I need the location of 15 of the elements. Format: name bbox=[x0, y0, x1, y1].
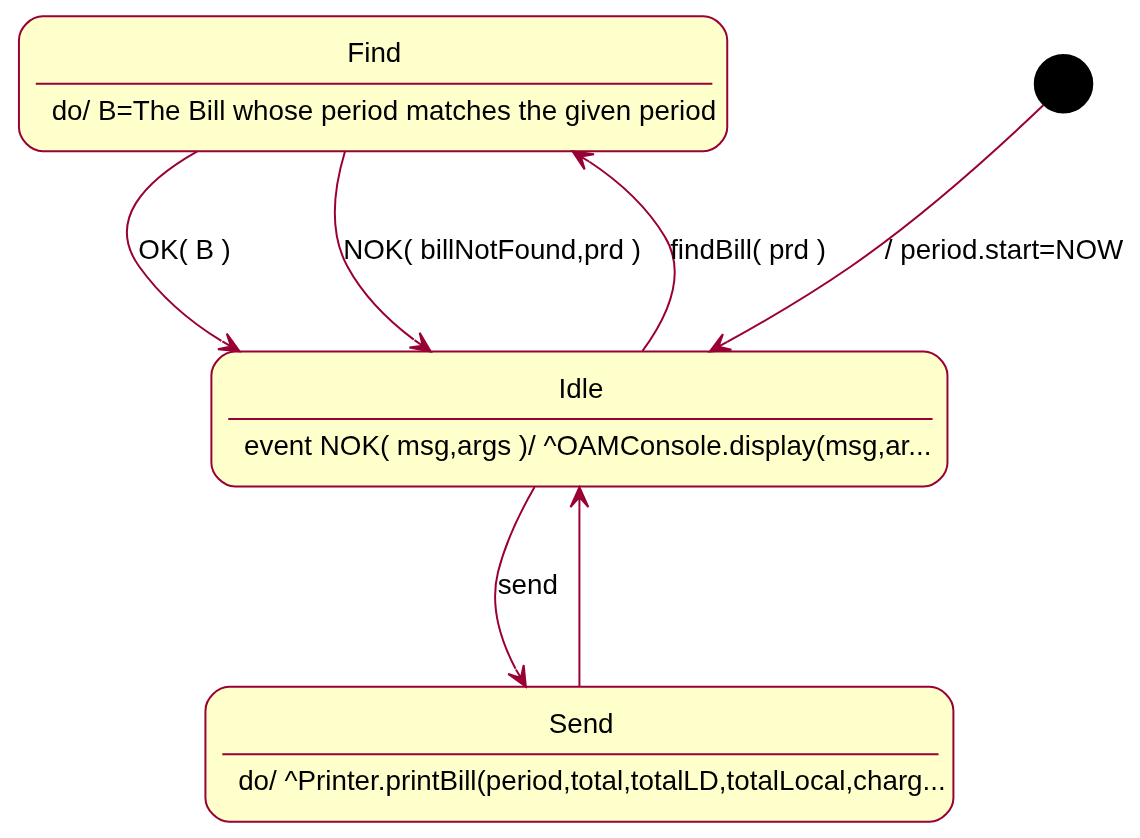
edge-label: NOK( billNotFound,prd ) bbox=[343, 233, 642, 265]
node-box: Find do/ B=The Bill whose period matches the given period bbox=[17, 15, 729, 153]
node-box: Send do/ ^Printer.printBill(period,total,totalLD,totalLocal,charg... bbox=[204, 685, 955, 823]
node-circle bbox=[1033, 53, 1094, 114]
arrow bbox=[708, 104, 1045, 353]
arrow bbox=[494, 486, 536, 688]
arrow bbox=[125, 150, 241, 353]
arrow bbox=[334, 150, 432, 353]
arrow bbox=[569, 486, 590, 688]
edge-label: OK( B ) bbox=[138, 233, 231, 265]
edge-label: send bbox=[497, 568, 558, 600]
node-box: Idle event NOK( msg,args )/ ^OAMConsole.display(msg,ar... bbox=[210, 350, 949, 488]
arrow bbox=[571, 150, 676, 352]
edge-label: / period.start=NOW bbox=[884, 233, 1124, 265]
edge-label: findBill( prd ) bbox=[670, 233, 826, 265]
